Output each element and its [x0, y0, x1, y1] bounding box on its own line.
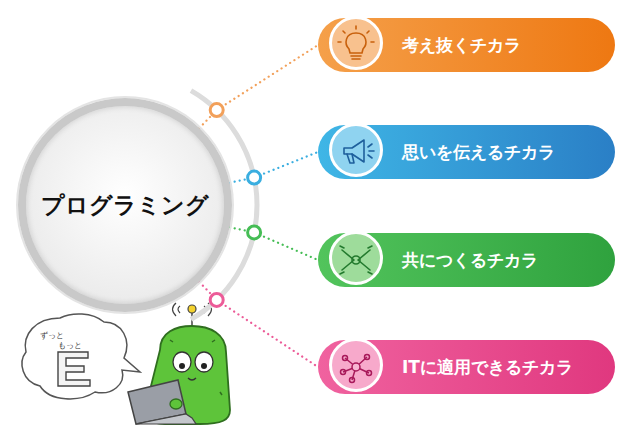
skill-label: ITに適用できるチカラ — [402, 356, 573, 379]
icon-badge — [329, 231, 383, 285]
skill-label: 考え抜くチカラ — [402, 34, 521, 57]
speech-bubble — [22, 314, 140, 399]
mascot-hand — [170, 399, 182, 409]
skill-label: 共につくるチカラ — [402, 249, 538, 272]
bubble-text: ずっと — [40, 330, 64, 341]
antenna-tip — [188, 305, 196, 313]
mascot-pupil — [179, 363, 185, 369]
icon-badge — [329, 16, 383, 70]
icon-badge — [329, 123, 383, 177]
mascot-eye — [173, 352, 191, 372]
bubble-text: もっと — [58, 340, 82, 351]
skill-label: 思いを伝えるチカラ — [402, 141, 555, 164]
dotted-connector — [199, 282, 318, 367]
hub-circle: プログラミング — [18, 98, 232, 312]
mascot-mouth — [188, 378, 196, 380]
joint-ring — [248, 226, 261, 239]
dotted-connector — [230, 152, 318, 183]
laptop-base — [136, 414, 196, 424]
joint-ring — [210, 104, 223, 117]
bulb-icon — [338, 26, 374, 59]
network-icon — [341, 355, 372, 383]
skill-pill: ITに適用できるチカラ — [318, 340, 615, 394]
mascot-eye — [195, 352, 213, 372]
megaphone-icon — [344, 140, 374, 163]
skill-pill: 共につくるチカラ — [318, 233, 615, 287]
icon-badge — [329, 338, 383, 392]
bubble-symbol — [58, 352, 90, 386]
dotted-connector — [199, 45, 318, 128]
dotted-connector — [230, 227, 318, 260]
hands-icon — [340, 246, 372, 274]
skill-pill: 思いを伝えるチカラ — [318, 125, 615, 179]
mascot-pupil — [201, 363, 207, 369]
hub-title: プログラミング — [41, 190, 209, 221]
skill-pill: 考え抜くチカラ — [318, 18, 615, 72]
joint-ring — [248, 171, 261, 184]
joint-ring — [210, 293, 223, 306]
